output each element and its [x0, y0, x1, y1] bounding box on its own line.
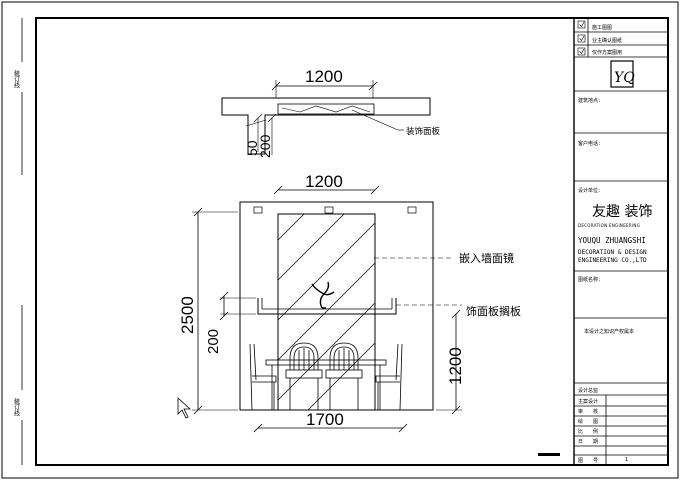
scale-bar — [538, 453, 560, 456]
plan-callout: 装饰面板 — [406, 126, 441, 137]
ceiling-light-icon — [407, 206, 417, 214]
company-name-cn: 友趣 装饰 — [592, 204, 652, 220]
dining-chair-back-right — [325, 342, 363, 410]
vase-decor-icon — [311, 281, 335, 309]
plan-depth-dim-2: 200 — [257, 134, 273, 158]
elevation-bottom-width-dim: 1700 — [306, 410, 344, 429]
binding-label-bottom-text: 装订线 — [13, 397, 20, 416]
sign-row-label: 主案设计 — [578, 398, 598, 405]
drawing-title-label: 图纸名称： — [578, 276, 603, 283]
shelf — [257, 281, 397, 315]
mouse-cursor-icon — [177, 397, 192, 419]
sign-row-label: 设计总监 — [578, 387, 598, 394]
wall-mirror — [277, 213, 376, 411]
checkbox-checked-icon — [577, 20, 586, 29]
plan-depth-dim-1: 50 — [244, 140, 260, 156]
dining-chair-side-right — [375, 343, 403, 411]
sign-row-label: 审 核 — [578, 408, 598, 415]
sign-row-label: 图 号 — [578, 458, 598, 464]
elevation-height-dim: 2500 — [178, 296, 197, 334]
company-pinyin: YOUQU ZHUANGSHI — [578, 236, 646, 245]
sign-row-label: 绘 图 — [578, 418, 598, 425]
elevation-shelf-height-dim: 200 — [205, 329, 222, 354]
checkbox-checked-icon — [577, 47, 586, 56]
inner-border — [35, 17, 669, 466]
elevation-view: 1200 嵌入墙面镜 — [178, 172, 521, 433]
signature-table: 设计总监 主案设计 审 核 绘 图 比 例 日 期 图 号 1 — [574, 387, 668, 465]
check-item-2: 业主确认图纸 — [577, 34, 622, 44]
company-tagline-2: ENGINEERING CO.,LTD — [578, 257, 647, 264]
decor-panel-plan — [277, 103, 375, 115]
check-item-2-label: 业主确认图纸 — [592, 37, 622, 44]
title-block: 施工图图 业主确认图纸 仅作方案图用 YQ 建筑地点： 客户电话： 设计单位： … — [573, 18, 668, 465]
elevation-callout-mirror: 嵌入墙面镜 — [459, 251, 514, 265]
check-item-3-label: 仅作方案图用 — [592, 49, 622, 56]
company-name-en: DECORATION ENGINEERING — [578, 223, 640, 228]
project-address-label: 建筑地点： — [578, 97, 603, 104]
check-item-1-label: 施工图图 — [592, 24, 612, 31]
check-item-1: 施工图图 — [577, 20, 612, 31]
ceiling-light-icon — [253, 206, 263, 214]
sign-row-value: 1 — [625, 457, 628, 463]
dining-table — [265, 359, 387, 410]
company-logo: YQ — [610, 60, 635, 88]
sign-row-label: 比 例 — [578, 428, 598, 435]
copyright-note: 本设计之知识产权属本 — [584, 328, 634, 335]
binding-label-bottom: 装订线 — [13, 305, 23, 465]
client-phone-label: 客户电话： — [578, 140, 603, 147]
dining-chair-back-left — [285, 342, 323, 410]
binding-label-top: 装订线 — [13, 18, 23, 175]
elevation-callout-shelf: 饰面板搁板 — [466, 304, 521, 318]
sign-row-label: 日 期 — [578, 439, 598, 445]
plan-width-dim: 1200 — [305, 67, 343, 86]
company-tagline-1: DECORATION & DESIGN — [578, 249, 647, 256]
elevation-top-width-dim: 1200 — [305, 172, 343, 191]
ceiling-light-icon — [324, 206, 334, 214]
checkbox-checked-icon — [577, 34, 586, 43]
design-unit-label: 设计单位： — [578, 187, 603, 194]
elevation-right-height-dim: 1200 — [446, 347, 465, 385]
plan-view: 1200 装饰面板 50 200 — [221, 67, 441, 158]
binding-label-top-text: 装订线 — [13, 69, 20, 88]
dining-chair-side-left — [249, 343, 277, 411]
wall-outline — [239, 201, 434, 411]
check-item-3: 仅作方案图用 — [577, 47, 622, 56]
logo-letters: YQ — [614, 70, 635, 86]
